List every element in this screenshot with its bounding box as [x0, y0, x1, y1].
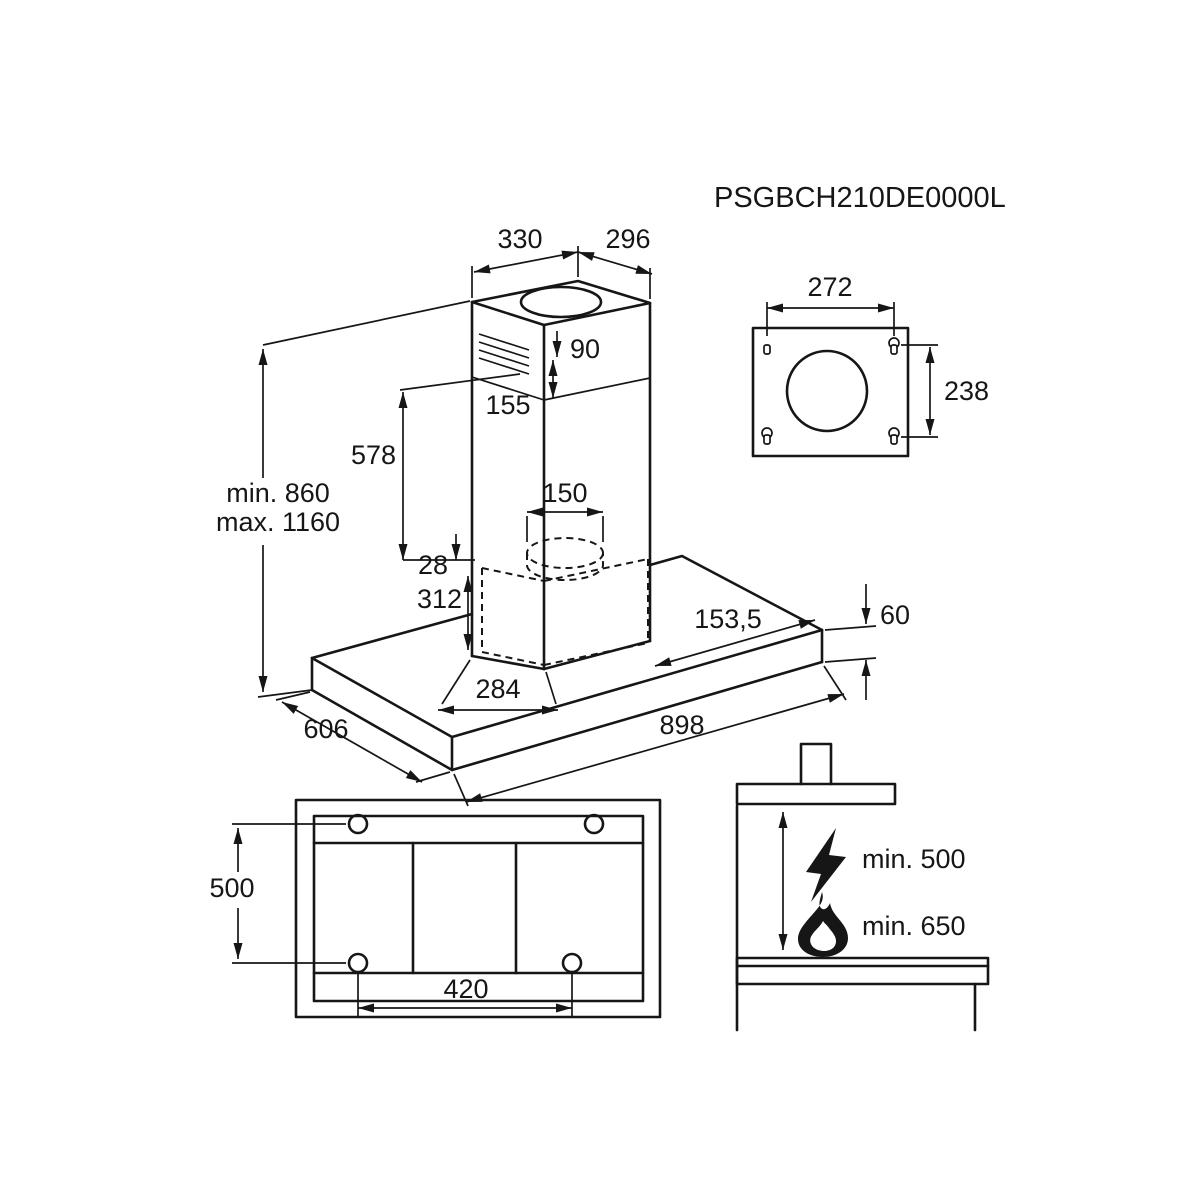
- clearance-side-view: min. 500 min. 650: [735, 742, 990, 1032]
- dim-canopy-thickness: 60: [824, 584, 910, 700]
- dim-chimney-height: 578: [351, 373, 521, 561]
- dim-label-duct-gap: 28: [418, 550, 448, 580]
- dim-label-vent-offset: 90: [570, 334, 600, 364]
- dim-label-hole-spacing: 420: [443, 974, 488, 1004]
- dim-top-view-depth: 500: [209, 823, 346, 964]
- dim-label-canopy-thickness: 60: [880, 600, 910, 630]
- duct-stem: [799, 742, 833, 786]
- dim-label-canopy-depth: 606: [303, 714, 348, 744]
- duct-outlet-top: [519, 285, 603, 319]
- dim-overall-height: min. 860 max. 1160: [216, 300, 471, 698]
- model-code: PSGBCH210DE0000L: [714, 182, 1006, 214]
- cooktop-profile: [735, 804, 990, 1032]
- dim-label-chimney-base: 284: [475, 674, 520, 704]
- ceiling-bracket-view: 272 238: [751, 272, 989, 458]
- top-view-outer: [294, 798, 662, 1019]
- dim-duct-diameter: 150: [526, 478, 604, 542]
- dim-label-top-depth: 296: [605, 224, 650, 254]
- lightning-icon: [806, 828, 846, 902]
- dim-label-upper-section: 155: [485, 390, 530, 420]
- dim-label-duct-diameter: 150: [542, 478, 587, 508]
- dim-label-body-height: 312: [417, 584, 462, 614]
- bracket-keyhole-slots: [761, 337, 900, 445]
- dim-edge-offset: 153,5: [654, 604, 816, 667]
- vent-louvres: [478, 333, 530, 375]
- dim-top-width: 330: [471, 224, 579, 298]
- bracket-duct-hole: [785, 349, 869, 433]
- dim-label-height-min: min. 860: [226, 478, 330, 508]
- bracket-plate: [751, 326, 910, 458]
- dim-body-height: 312: [417, 576, 473, 650]
- top-view-inner: [312, 814, 645, 1003]
- dim-canopy-depth: 606: [275, 691, 451, 783]
- clearance-label-electric: min. 500: [862, 844, 966, 874]
- dim-label-bracket-width: 272: [807, 272, 852, 302]
- dim-bracket-width: 272: [766, 272, 895, 336]
- isometric-view: 330 296 90 155 578: [216, 224, 910, 807]
- dim-bracket-height: 238: [901, 344, 989, 438]
- dim-label-bracket-height: 238: [944, 376, 989, 406]
- dim-upper-section: 155: [485, 360, 558, 420]
- hood-side-profile: [735, 782, 897, 806]
- dim-label-edge-offset: 153,5: [694, 604, 762, 634]
- mounting-holes: [347, 813, 605, 974]
- dim-label-top-width: 330: [497, 224, 542, 254]
- dim-vent-offset: 90: [552, 331, 600, 364]
- dim-top-depth: 296: [577, 224, 653, 299]
- dim-label-chimney-height: 578: [351, 440, 396, 470]
- dim-duct-gap: 28: [418, 534, 461, 580]
- hidden-blower-box: [481, 537, 649, 666]
- flame-icon: [798, 892, 848, 957]
- clearance-label-gas: min. 650: [862, 911, 966, 941]
- dim-hole-spacing: 420: [357, 974, 573, 1016]
- dim-label-canopy-width: 898: [659, 710, 704, 740]
- dim-label-top-view-depth: 500: [209, 873, 254, 903]
- dim-label-height-max: max. 1160: [216, 507, 340, 537]
- top-view: 500 420: [209, 798, 662, 1019]
